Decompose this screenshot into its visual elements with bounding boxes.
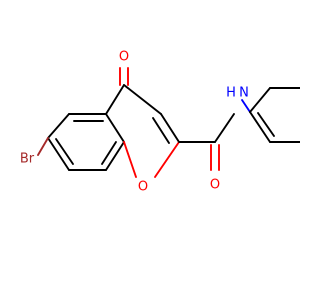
atom-amide-nitrogen-label: N <box>239 86 249 101</box>
chemical-structure: Br O O O N H <box>20 50 300 195</box>
ketone-group <box>119 67 129 86</box>
amide-group <box>178 99 251 171</box>
atom-ring-oxygen-label: O <box>138 180 148 195</box>
atom-amide-oxygen-label: O <box>210 178 220 193</box>
pyranone-ring <box>105 84 180 178</box>
atom-amide-hydrogen-label: H <box>226 86 236 101</box>
benzo-ring <box>47 113 125 171</box>
atom-ketone-oxygen-label: O <box>119 50 129 65</box>
methoxyphenyl-ring <box>249 87 300 143</box>
c-br-bond <box>37 137 49 156</box>
atom-bromine-label: Br <box>20 152 35 167</box>
